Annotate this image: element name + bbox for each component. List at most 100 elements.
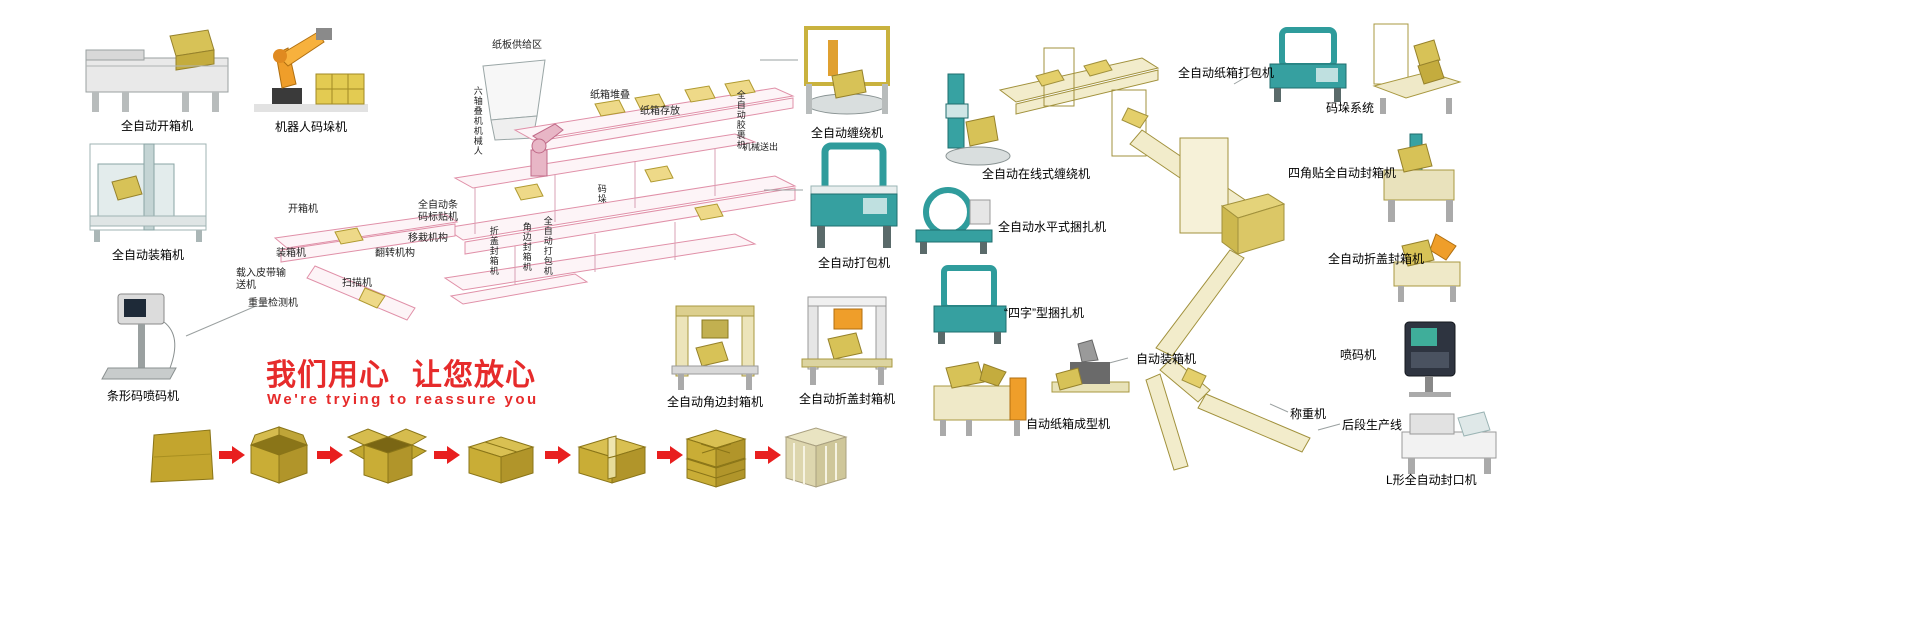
diagram-label-auto-strapper: 全自动打包机: [542, 216, 553, 276]
machine-label-barcode-printer: 条形码喷码机: [107, 389, 180, 403]
corner-edge-sealer-icon: [671, 305, 759, 390]
machine-label-wrapper: 全自动缠绕机: [811, 126, 884, 140]
machine-label-inkjet-coder: 喷码机: [1340, 348, 1377, 362]
barcode-printer-icon: [101, 293, 177, 380]
carton-palletized-icon: [685, 429, 747, 488]
process-arrow: [755, 446, 781, 464]
diagram-label-carton-storage: 纸箱存放: [640, 106, 680, 117]
process-arrow: [657, 446, 683, 464]
four-type-strapper-icon: [933, 265, 1007, 344]
robot-palletizer-icon: [254, 28, 368, 112]
machine-label-auto-case-packer: 自动装箱机: [1136, 352, 1197, 366]
four-corner-sealing-machine: [1376, 130, 1464, 228]
diagram-label-carton-stacking: 纸箱堆叠: [590, 90, 630, 101]
machine-label-palletizing-system: 码垛系统: [1326, 101, 1375, 115]
machine-label-weigher: 称重机: [1290, 407, 1327, 421]
process-arrow: [545, 446, 571, 464]
strapping-machine: [803, 140, 905, 252]
carton-opener-machine: [82, 20, 232, 116]
diagram-label-machine-outfeed: 机械送出: [742, 142, 779, 152]
inline-wrapping-machine: [936, 70, 1014, 170]
diagram-label-case-packer: 装箱机: [276, 248, 306, 259]
carton-erected-icon: [250, 426, 308, 484]
process-step-carton-erected: [245, 422, 313, 488]
machine-label-robot-palletizer: 机器人码垛机: [275, 120, 348, 134]
right-flap-fold-sealing-machine: [1386, 226, 1468, 304]
process-arrow: [219, 446, 245, 464]
wrapping-machine: [798, 20, 896, 122]
process-step-carton-blank: [150, 426, 216, 486]
diagram-label-transfer-unit: 移栽机构: [408, 233, 448, 244]
robot-palletizer-machine: [252, 14, 370, 116]
process-step-carton-palletized: [681, 416, 751, 492]
auto-case-packer-icon: [1051, 339, 1130, 393]
right-conveyor-diagram: [998, 47, 1311, 471]
flap-fold-sealing-machine: [796, 293, 898, 387]
inkjet-coder-machine: [1391, 316, 1469, 398]
carton-flaps-open-icon: [346, 428, 428, 484]
palletizing-system-icon: [1372, 23, 1462, 114]
carton-forming-machine: [926, 356, 1034, 440]
machine-label-horizontal-strapper: 全自动水平式捆扎机: [998, 220, 1107, 234]
process-step-pallet-wrapped: [780, 418, 852, 492]
pallet-wrapped-icon: [784, 427, 848, 488]
machine-label-backend-line: 后段生产线: [1342, 418, 1403, 432]
diagram-label-flap-sealer: 折盖封箱机: [488, 226, 499, 276]
machine-label-carton-opener: 全自动开箱机: [121, 119, 194, 133]
four-corner-sealer-icon: [1383, 133, 1455, 222]
carton-strapper-icon: [1269, 27, 1347, 102]
carton-former-icon: [933, 361, 1027, 436]
carton-opener-icon: [85, 29, 229, 112]
horizontal-strapper-icon: [915, 187, 993, 254]
slogan-cn-part1: 我们用心: [266, 359, 390, 392]
inline-wrapper-icon: [945, 73, 1011, 166]
flap-fold-sealer-icon: [801, 296, 893, 385]
diagram-label-auto-glue-wrap: 全自动胶裹机: [735, 90, 746, 150]
palletizing-system-machine: [1368, 16, 1466, 118]
slogan-chinese: 我们用心让您放心: [266, 350, 536, 394]
right-flap-sealer-icon: [1393, 233, 1461, 302]
central-conveyor-diagram: [273, 59, 797, 321]
slogan-cn-part2: 让您放心: [412, 359, 536, 392]
strapping-machine-icon: [810, 142, 898, 248]
carton-strapping-machine: [1262, 26, 1354, 104]
l-type-sealer-icon: [1401, 411, 1497, 474]
machine-label-right-flap-sealer: 全自动折盖封箱机: [1328, 252, 1425, 266]
case-packer-icon: [89, 143, 207, 242]
machine-label-case-packer: 全自动装箱机: [112, 248, 185, 262]
process-step-carton-closed: [461, 426, 541, 486]
carton-blank-icon: [150, 429, 214, 483]
diagram-label-palletizing: 码垛: [596, 184, 607, 204]
case-packer-machine: [84, 138, 212, 244]
machine-label-carton-strapper: 全自动纸箱打包机: [1178, 66, 1275, 80]
diagram-label-carton-opener: 开箱机: [288, 204, 318, 215]
corner-edge-sealing-machine: [666, 300, 764, 392]
machine-label-carton-former: 自动纸箱成型机: [1026, 417, 1111, 431]
machine-label-four-corner-sealer: 四角贴全自动封箱机: [1288, 166, 1397, 180]
diagram-label-barcode-labeler: 全自动条码标贴机: [418, 200, 458, 223]
carton-closed-icon: [467, 436, 535, 484]
process-arrow: [434, 446, 460, 464]
diagram-label-scanner: 扫描机: [342, 278, 372, 289]
slogan-english: We're trying to reassure you: [267, 391, 539, 408]
barcode-inkjet-printer-machine: [94, 282, 192, 384]
diagram-label-board-supply: 纸板供给区: [492, 40, 542, 51]
diagram-label-turnover-unit: 翻转机构: [375, 248, 415, 259]
machine-label-flap-sealer: 全自动折盖封箱机: [799, 392, 896, 406]
diagram-label-weight-checker: 重量检测机: [248, 298, 298, 309]
auto-case-packer-machine: [1048, 332, 1133, 404]
l-type-sealing-machine: [1396, 404, 1504, 476]
process-step-carton-sealed: [571, 424, 653, 488]
diagram-label-infeed-belt-conveyor: 载入皮带输送机: [236, 268, 286, 291]
machine-label-inline-wrapper: 全自动在线式缠绕机: [982, 167, 1091, 181]
process-step-carton-flaps-open: [344, 418, 430, 490]
wrapping-machine-icon: [804, 26, 890, 115]
diagram-label-corner-sealer: 角边封箱机: [521, 222, 532, 272]
horizontal-strapping-machine: [910, 182, 998, 256]
machine-label-four-type-strapper: “四字”型捆扎机: [1004, 306, 1084, 320]
inkjet-coder-icon: [1404, 321, 1456, 397]
machine-label-corner-sealer: 全自动角边封箱机: [667, 395, 764, 409]
diagram-label-six-axis-robot: 六轴叠机机械人: [472, 86, 483, 156]
process-arrow: [317, 446, 343, 464]
